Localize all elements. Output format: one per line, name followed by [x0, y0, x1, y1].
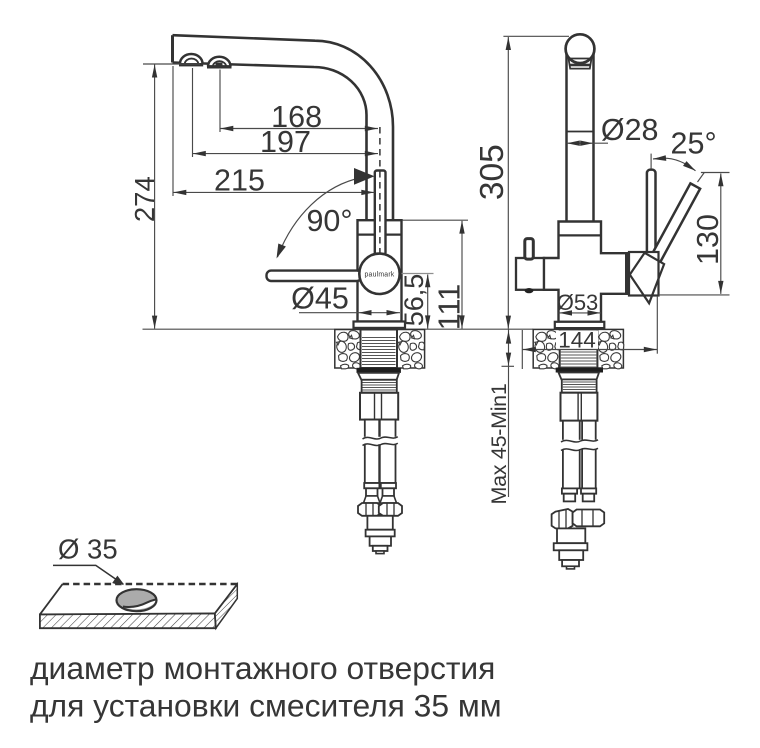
svg-text:130: 130 — [691, 214, 725, 265]
svg-text:90°: 90° — [306, 204, 352, 238]
svg-text:215: 215 — [214, 164, 265, 198]
svg-text:для установки смесителя 35 мм: для установки смесителя 35 мм — [30, 688, 502, 724]
svg-text:paulmark: paulmark — [365, 272, 395, 279]
svg-text:197: 197 — [260, 125, 311, 159]
svg-text:диаметр монтажного отверстия: диаметр монтажного отверстия — [30, 650, 495, 686]
svg-text:25°: 25° — [671, 127, 717, 161]
svg-text:56,5: 56,5 — [399, 274, 429, 327]
svg-text:Max 45-Min1: Max 45-Min1 — [487, 384, 511, 505]
svg-text:Ø28: Ø28 — [601, 113, 659, 147]
svg-text:305: 305 — [474, 144, 511, 200]
svg-text:Ø53: Ø53 — [557, 290, 599, 315]
svg-text:274: 274 — [129, 176, 160, 222]
svg-text:168: 168 — [271, 100, 322, 134]
svg-text:Ø45: Ø45 — [291, 282, 349, 316]
svg-text:Ø 35: Ø 35 — [58, 534, 118, 565]
svg-text:111: 111 — [433, 284, 467, 330]
svg-text:144: 144 — [558, 328, 596, 353]
